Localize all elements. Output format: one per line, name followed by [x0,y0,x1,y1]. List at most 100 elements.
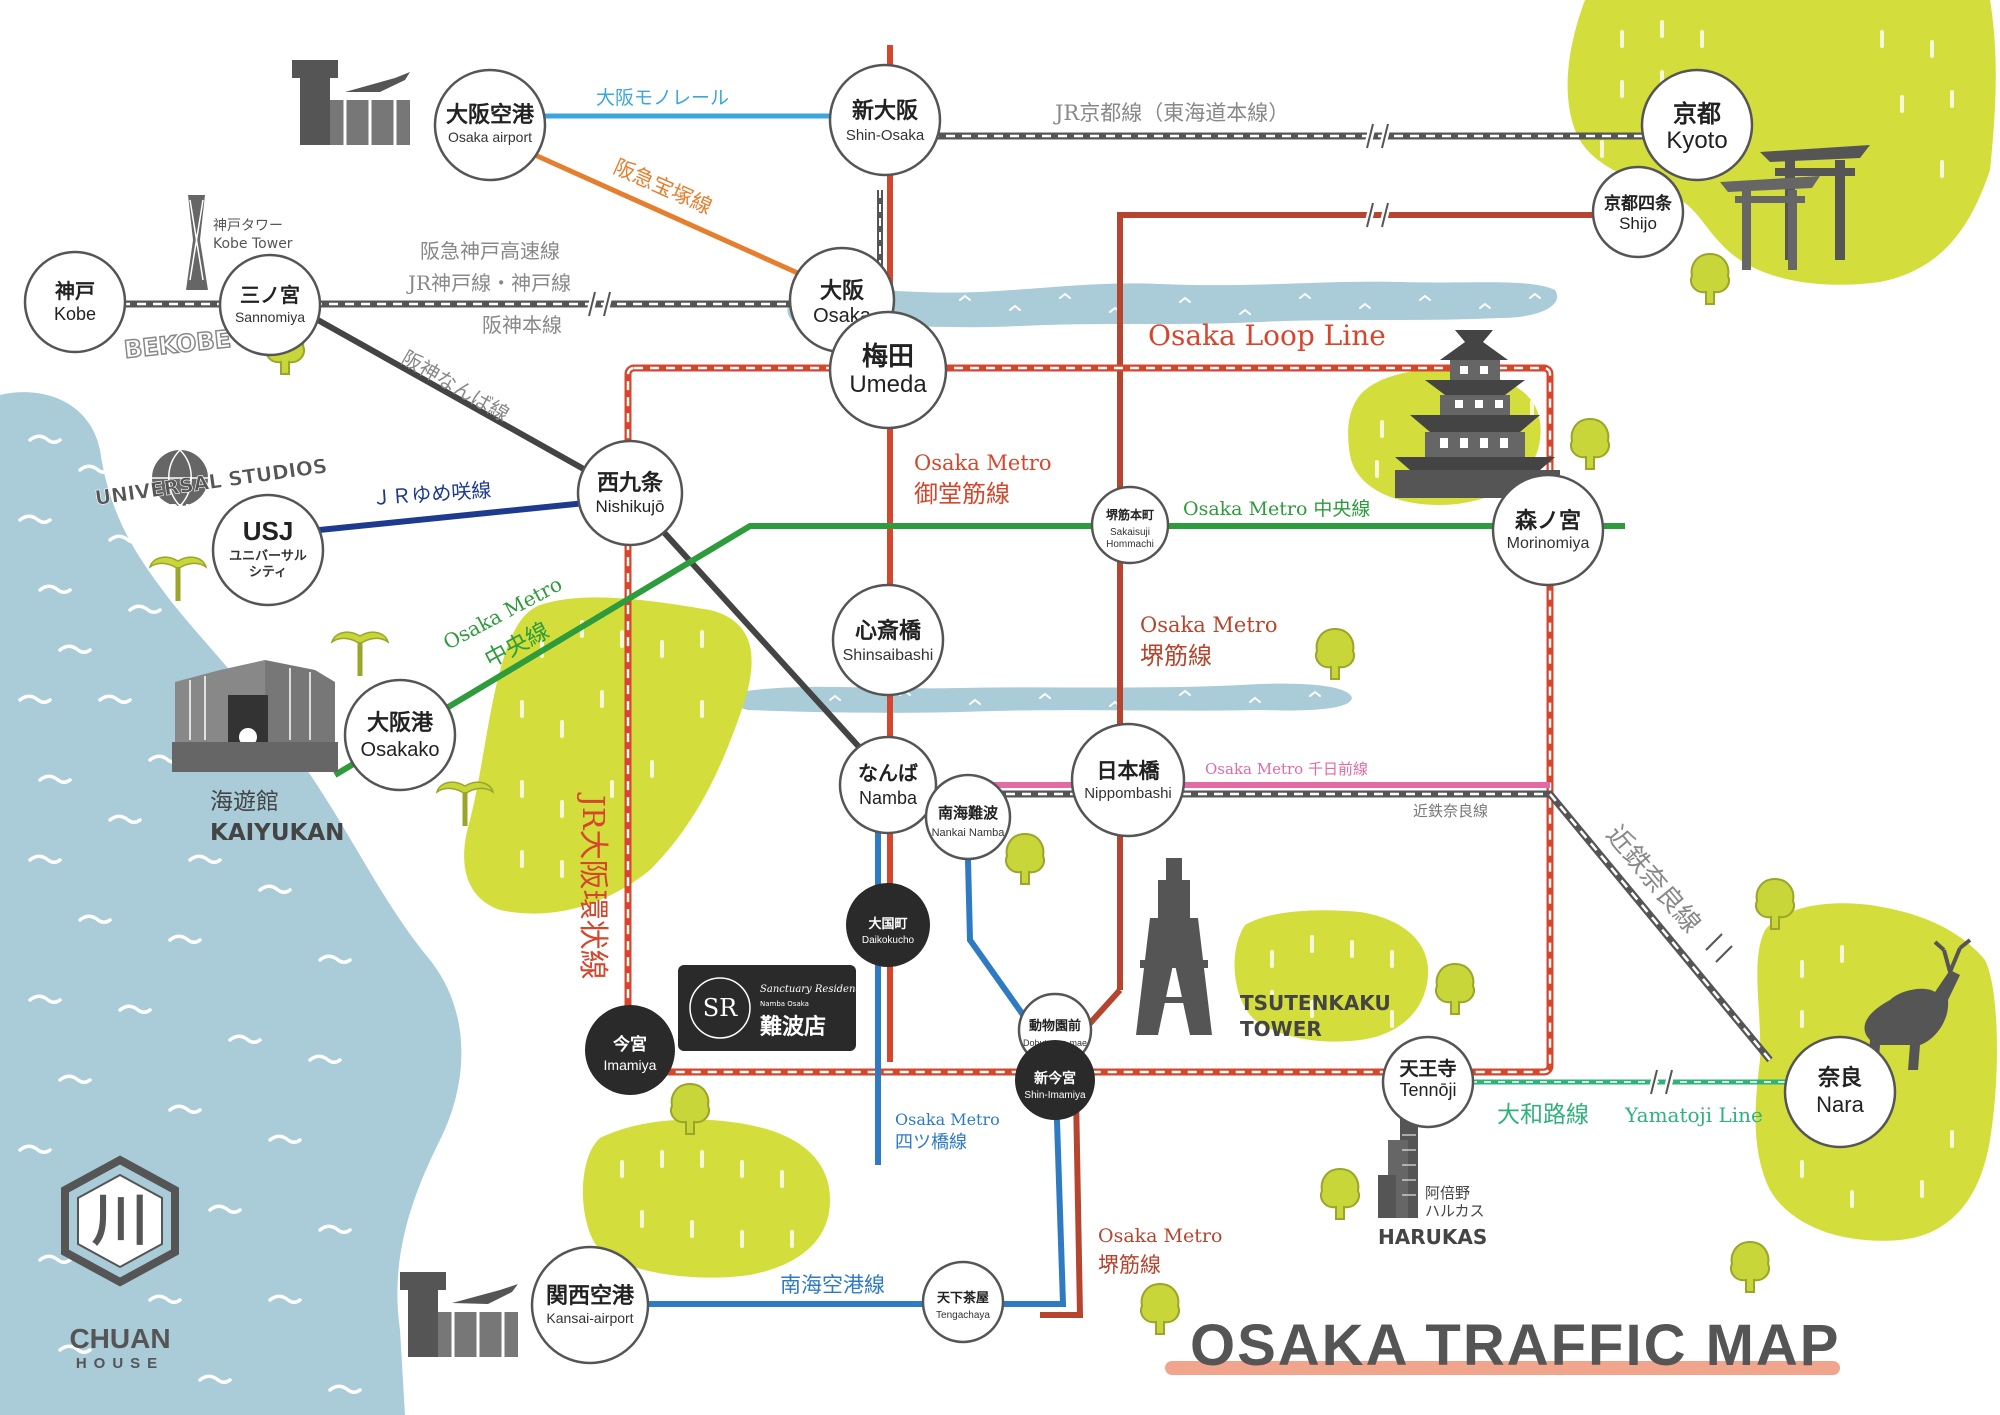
station-jp: 日本橋 [1097,759,1161,783]
label-sakaisuji-en: Osaka Metro [1140,613,1277,637]
brand-glyph: 川 [92,1189,148,1254]
park-dash [780,1170,784,1188]
label-midosuji-jp: 御堂筋線 [914,480,1010,508]
kaiyukan-building-icon [172,660,338,772]
usj-logo-japan: JAPAN [156,502,194,515]
station-jp: 天下茶屋 [937,1290,989,1306]
station-umeda[interactable]: 梅田 Umeda [828,310,948,430]
station-usj[interactable]: USJ ユニバーサル シティ [211,493,325,607]
park-dash [660,1150,664,1168]
station-jp: 大阪空港 [446,102,535,128]
park-dash [560,800,564,818]
harukas-en: HARUKAS [1378,1225,1487,1249]
park-dash [610,780,614,798]
station-shin-osaka[interactable]: 新大阪 Shin-Osaka [828,63,942,177]
usj-globe-icon [152,449,208,507]
label-kintetsu-small: 近鉄奈良線 [1413,802,1488,820]
label-sakaisuji-bottom-jp: 堺筋線 [1098,1253,1161,1277]
station-kyoto[interactable]: 京都 Kyoto [1640,68,1754,182]
station-shinsaibashi[interactable]: 心斎橋 Shinsaibashi [831,583,945,697]
station-tengachaya[interactable]: 天下茶屋 Tengachaya [921,1260,1005,1344]
line-jr-yumesaki [269,497,616,538]
station-jp: 今宮 [613,1034,647,1055]
station-osaka-airport[interactable]: 大阪空港 Osaka airport [433,68,547,182]
station-tennoji[interactable]: 天王寺 Tennōji [1381,1035,1475,1129]
label-loop-jp: JR大阪環状線 [575,792,610,980]
park-dash [1530,400,1534,418]
park-dash [1390,1010,1394,1028]
label-midosuji-en: Osaka Metro [914,451,1051,475]
station-jp: 南海難波 [938,804,999,822]
station-nara[interactable]: 奈良 Nara [1783,1035,1897,1149]
nara-deer-icon [1864,938,1972,1072]
station-en: Shin-Imamiya [1024,1090,1086,1101]
station-kobe[interactable]: 神戸 Kobe [23,250,127,354]
label-nankai-airport: 南海空港線 [780,1273,885,1297]
label-yotsubashi-en: Osaka Metro [895,1110,1000,1129]
label-yamatoji-jp: 大和路線 [1497,1102,1589,1128]
station-shin-imamiya[interactable]: 新今宮 Shin-Imamiya [1015,1040,1095,1120]
map-title: OSAKA TRAFFIC MAP [1165,1313,1840,1378]
park-dash [1700,30,1704,48]
park-dash [1950,90,1954,108]
station-en: Shijo [1619,214,1657,233]
harukas-jp-2: ハルカス [1425,1202,1485,1220]
tree-icon [1569,418,1611,470]
park-dash [520,850,524,868]
station-sakaisuji-hommachi[interactable]: 堺筋本町 Sakaisuji Hommachi [1090,485,1170,565]
station-jp: 西九条 [597,470,664,496]
station-en: Kyoto [1666,127,1727,154]
park-dash [740,1160,744,1178]
park-dash [1620,30,1624,48]
park-dash [1620,80,1624,98]
station-nishikujo[interactable]: 西九条 Nishikujō [576,439,684,547]
park-dash [600,690,604,708]
park-dash [1390,950,1394,968]
station-imamiya[interactable]: 今宮 Imamiya [585,1005,675,1095]
line-hankyu-takarazuka [533,152,842,295]
label-hanshin-namba: 阪神なんば線 [398,346,514,427]
station-osakako[interactable]: 大阪港 Osakako [343,678,457,792]
park-dash [1800,960,1804,978]
kobe-tower-icon [186,195,208,290]
station-shijo[interactable]: 京都四条 Shijo [1591,165,1685,259]
label-yamatoji-en: Yamatoji Line [1624,1103,1763,1127]
title-text: OSAKA TRAFFIC MAP [1190,1313,1840,1378]
station-en: Nishikujō [596,497,665,516]
station-en: Nippombashi [1084,785,1172,802]
station-nippombashi[interactable]: 日本橋 Nippombashi [1070,722,1186,838]
station-nankai-namba[interactable]: 南海難波 Nankai Namba [924,773,1012,861]
station-kansai-airport[interactable]: 関西空港 Kansai-airport [530,1245,650,1365]
station-sannomiya[interactable]: 三ノ宮 Sannomiya [218,253,322,357]
station-en: Tennōji [1399,1080,1456,1100]
station-jp: 三ノ宮 [240,283,300,307]
station-jp: 大国町 [868,916,907,932]
label-jr-kobe: JR神戸線・神戸線 [406,271,571,295]
station-namba[interactable]: なんば Namba [838,735,938,835]
station-en: Nara [1816,1092,1864,1117]
kansai-airport-tower-icon [400,1272,518,1357]
park-dash [1900,95,1904,113]
park-dash [740,1230,744,1248]
station-jp: なんば [858,761,918,785]
station-en: Imamiya [604,1057,657,1073]
station-en: Osaka airport [448,129,532,145]
park-dash [660,640,664,658]
station-en-1: ユニバーサル [229,549,307,564]
kobe-tower-en: Kobe Tower [213,236,293,252]
park-dash [1350,940,1354,958]
park-dash [560,860,564,878]
station-en: Morinomiya [1507,535,1590,552]
park-dash [1375,460,1379,478]
park-dash [1310,1000,1314,1018]
station-en: Namba [859,788,918,808]
station-morinomiya[interactable]: 森ノ宮 Morinomiya [1491,473,1605,587]
tree-icon [1434,963,1476,1015]
label-hankyu-kobe: 阪急神戸高速線 [420,239,560,263]
station-jp: 大阪港 [367,711,434,736]
brand-sub: HOUSE [76,1355,164,1372]
station-daikokucho[interactable]: 大国町 Daikokucho [846,883,930,967]
label-yotsubashi-jp: 四ツ橋線 [895,1132,967,1153]
torii-icon [1720,145,1870,270]
